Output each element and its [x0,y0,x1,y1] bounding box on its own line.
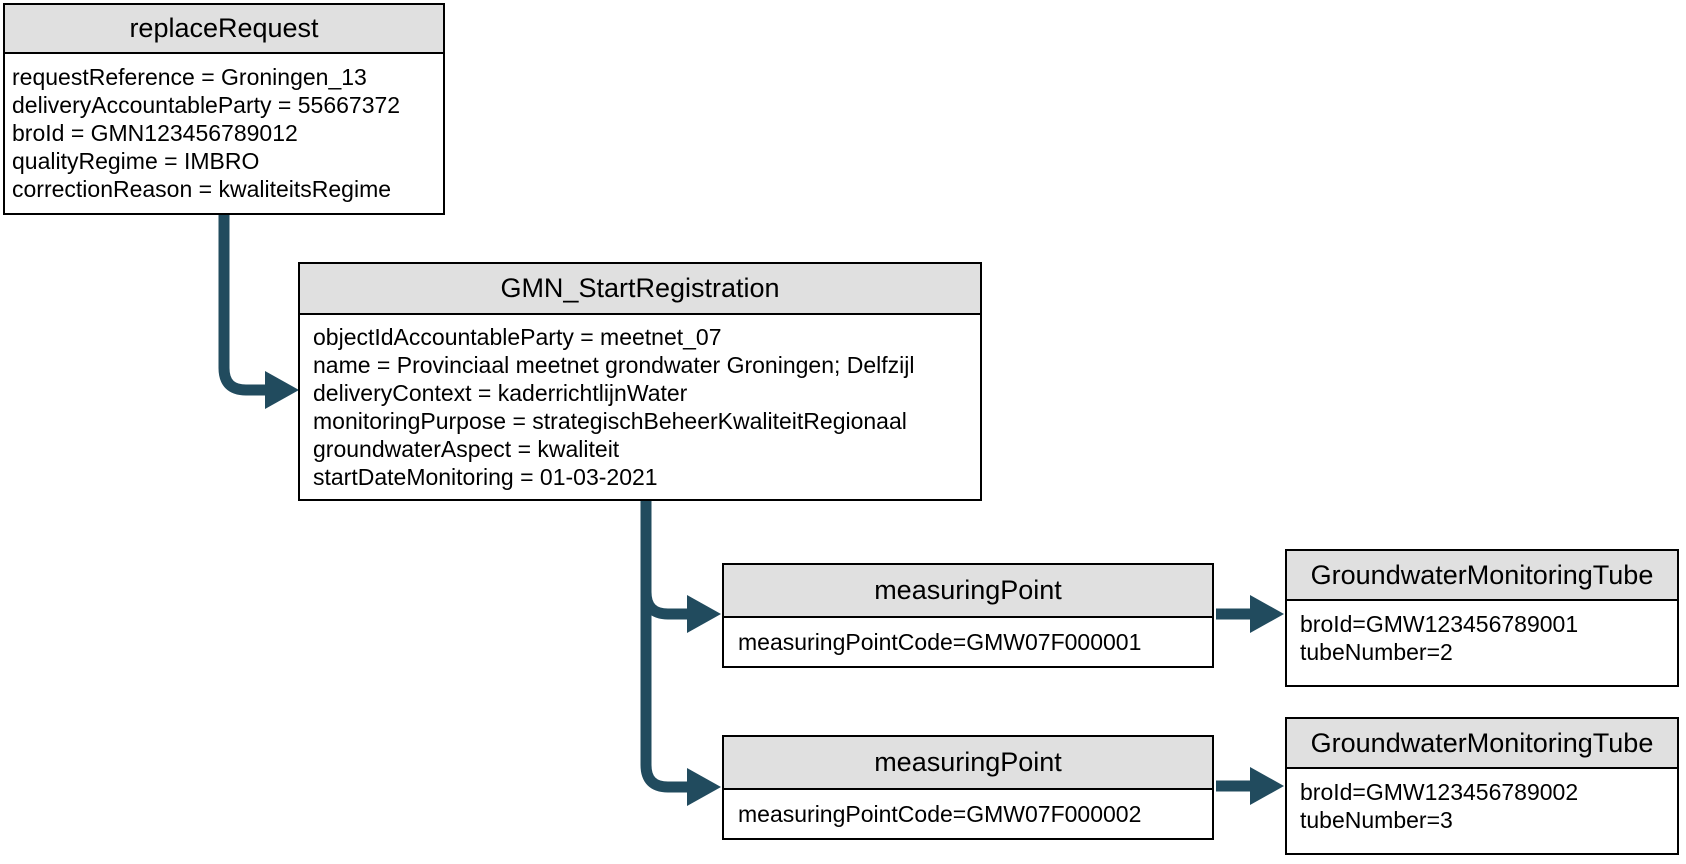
arrow-gmn-to-measuringpoint-1 [640,570,688,620]
attribute-tube-1-bro-id: broId=GMW123456789001 [1300,611,1579,637]
node-measuring-point-1: measuringPoint measuringPointCode=GMW07F… [722,563,1214,668]
arrowhead-measuringpoint-1-to-tube-1 [1250,595,1284,633]
node-replace-request: replaceRequest requestReference = Gronin… [3,3,445,215]
attribute-name: name = Provinciaal meetnet grondwater Gr… [313,352,915,378]
attribute-measuring-point-code-1: measuringPointCode=GMW07F000001 [738,629,1142,655]
node-groundwater-monitoring-tube-1: GroundwaterMonitoringTube broId=GMW12345… [1285,549,1679,687]
attribute-object-id-accountable-party: objectIdAccountableParty = meetnet_07 [313,324,722,350]
attribute-request-reference: requestReference = Groningen_13 [12,64,367,90]
attribute-tube-2-bro-id: broId=GMW123456789002 [1300,779,1579,805]
arrowhead-measuringpoint-2-to-tube-2 [1250,767,1284,805]
attribute-groundwater-aspect: groundwaterAspect = kwaliteit [313,436,620,462]
node-replace-request-attributes: requestReference = Groningen_13 delivery… [5,54,443,213]
attribute-delivery-accountable-party: deliveryAccountableParty = 55667372 [12,92,401,118]
arrowhead-gmn-to-measuringpoint-2 [687,768,721,806]
node-replace-request-title: replaceRequest [5,5,443,54]
node-groundwater-monitoring-tube-1-attributes: broId=GMW123456789001 tubeNumber=2 [1287,601,1677,685]
node-measuring-point-2-title: measuringPoint [724,737,1212,790]
arrow-replacerequest-to-gmn [218,214,267,396]
node-measuring-point-2-attributes: measuringPointCode=GMW07F000002 [724,790,1212,838]
arrowhead-replacerequest-to-gmn [265,371,299,409]
attribute-delivery-context: deliveryContext = kaderrichtlijnWater [313,380,688,406]
node-groundwater-monitoring-tube-2-attributes: broId=GMW123456789002 tubeNumber=3 [1287,769,1677,853]
attribute-start-date-monitoring: startDateMonitoring = 01-03-2021 [313,464,658,490]
node-groundwater-monitoring-tube-1-title: GroundwaterMonitoringTube [1287,551,1677,601]
attribute-tube-2-tube-number: tubeNumber=3 [1300,807,1453,833]
arrowhead-gmn-to-measuringpoint-1 [687,595,721,633]
attribute-monitoring-purpose: monitoringPurpose = strategischBeheerKwa… [313,408,907,434]
node-gmn-start-registration: GMN_StartRegistration objectIdAccountabl… [298,262,982,501]
attribute-measuring-point-code-2: measuringPointCode=GMW07F000002 [738,801,1142,827]
node-gmn-start-registration-attributes: objectIdAccountableParty = meetnet_07 na… [300,315,980,499]
attribute-bro-id: broId = GMN123456789012 [12,120,298,146]
node-measuring-point-2: measuringPoint measuringPointCode=GMW07F… [722,735,1214,840]
attribute-correction-reason: correctionReason = kwaliteitsRegime [12,176,392,202]
arrow-gmn-to-measuringpoint-2 [640,500,688,793]
node-gmn-start-registration-title: GMN_StartRegistration [300,264,980,315]
node-groundwater-monitoring-tube-2: GroundwaterMonitoringTube broId=GMW12345… [1285,717,1679,855]
attribute-quality-regime: qualityRegime = IMBRO [12,148,260,174]
attribute-tube-1-tube-number: tubeNumber=2 [1300,639,1453,665]
node-measuring-point-1-title: measuringPoint [724,565,1212,618]
node-groundwater-monitoring-tube-2-title: GroundwaterMonitoringTube [1287,719,1677,769]
node-measuring-point-1-attributes: measuringPointCode=GMW07F000001 [724,618,1212,666]
